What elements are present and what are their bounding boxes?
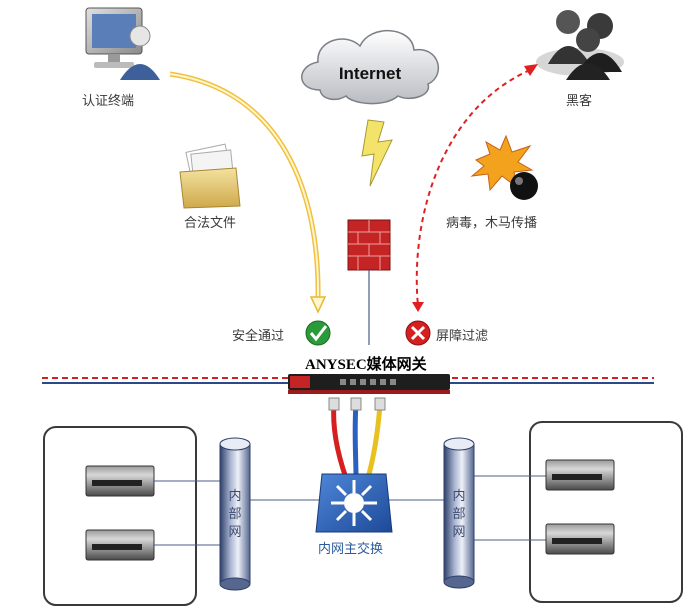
bomb-icon [470, 134, 538, 200]
server-icon [545, 459, 615, 491]
cross-icon [405, 320, 431, 346]
right-server-group [529, 421, 683, 603]
folder-icon [179, 143, 241, 209]
virus-trojan-label: 病毒，木马传播 [446, 216, 538, 231]
left-server-group [43, 426, 197, 606]
server-icon [545, 523, 615, 555]
gateway-label: ANYSEC媒体网关 [305, 357, 427, 373]
hacker-label: 黑客 [566, 94, 593, 109]
block-filter-label: 屏障过滤 [436, 329, 489, 344]
terminal-icon [85, 7, 160, 80]
safe-pass-label: 安全通过 [232, 329, 285, 344]
hacker-icon [536, 10, 624, 80]
cloud-icon [301, 30, 439, 105]
server-icon [85, 529, 155, 561]
server-icon [85, 465, 155, 497]
bus-left [219, 437, 251, 591]
internal-network-left-label: 内部网 [228, 489, 242, 540]
auth-terminal-label: 认证终端 [82, 94, 135, 109]
legal-files-label: 合法文件 [184, 216, 237, 231]
firewall-icon [347, 219, 391, 345]
internal-network-right-label: 内部网 [452, 489, 466, 540]
network-cables-icon [328, 397, 386, 479]
core-switch-label: 内网主交换 [318, 542, 384, 557]
switch-icon [315, 473, 393, 533]
lightning-icon [361, 119, 393, 187]
check-icon [305, 320, 331, 346]
internet-label: Internet [339, 64, 402, 83]
gateway-device-icon [288, 374, 450, 394]
bus-right [443, 437, 475, 589]
attack-path-arrow [415, 69, 531, 307]
